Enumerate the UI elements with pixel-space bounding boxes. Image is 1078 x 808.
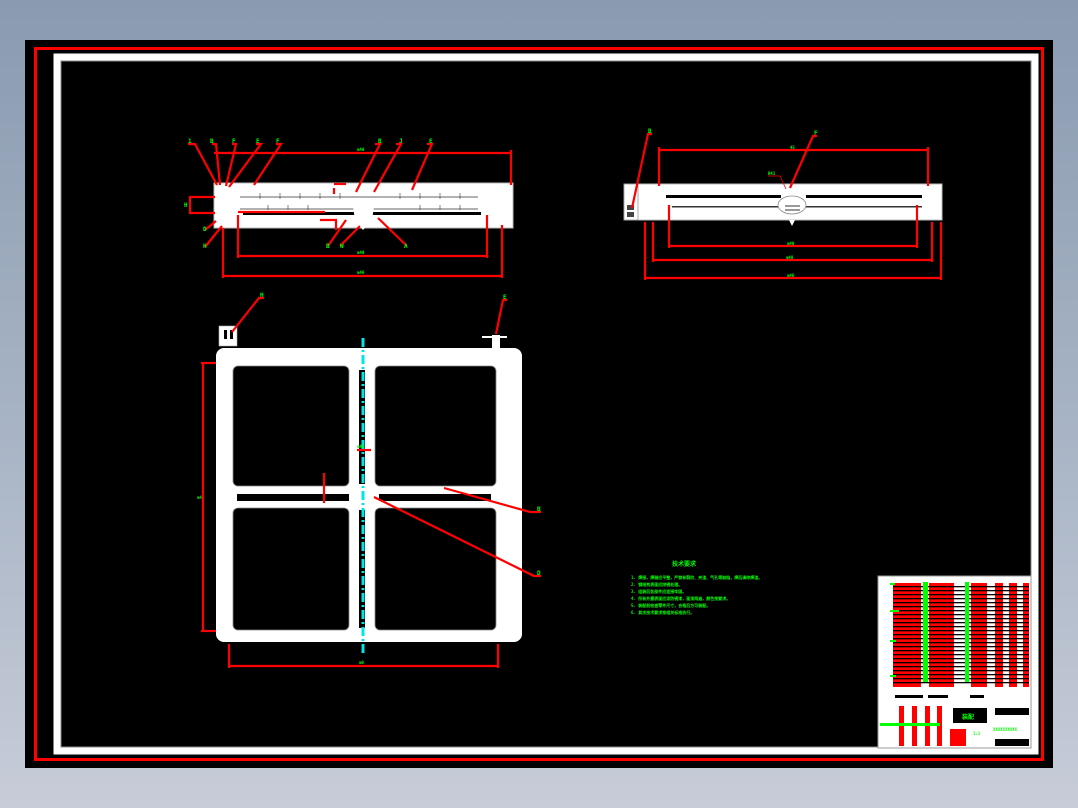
balloon-label: D	[203, 226, 207, 233]
balloon-label: B	[648, 128, 652, 135]
balloon-label: H	[260, 292, 264, 299]
balloon-label: J	[399, 138, 403, 145]
balloon-label: B	[378, 138, 382, 145]
scale: 1:1	[973, 731, 981, 736]
outer-red-border	[34, 47, 1044, 761]
front-view: 1 B F E F B J E m40 m40 m46 H D H B W A	[184, 138, 514, 278]
balloon-label: E	[256, 138, 260, 145]
drawing-name-box	[953, 708, 987, 723]
note-line: 5. 装配前检查零件尺寸，合格后方可装配。	[631, 602, 710, 608]
balloon-label: B	[326, 243, 330, 250]
balloon-label: W	[340, 243, 344, 250]
balloon-label: F	[276, 138, 280, 145]
note-line: 3. 组装后各部件应连接牢固。	[631, 588, 686, 594]
dimension-text: m40	[357, 250, 365, 255]
technical-notes: 技术要求 1. 焊接，焊缝应平整，严禁有裂纹、夹渣、气孔等缺陷，焊后清除焊渣。 …	[631, 560, 762, 615]
dimension-text: m40	[357, 444, 365, 449]
balloon-label: F	[814, 130, 818, 137]
balloon-label: E	[503, 294, 507, 301]
plan-view: H E B D m0 m4 m40	[197, 292, 541, 668]
balloon-label: 1	[188, 138, 192, 145]
drawing-name: 装配	[961, 713, 974, 721]
dimension-text: m0	[359, 660, 364, 665]
balloon-label: A	[404, 243, 408, 250]
side-view: B F R41 45 m40 m48 m46	[623, 128, 943, 280]
note-line: 4. 所有外露表面应涂防锈漆，面漆两遍，颜色按要求。	[631, 595, 730, 601]
dimension-text: m40	[357, 147, 365, 152]
dimension-text: 45	[790, 145, 795, 150]
title-block: 装配 XXXXXXXXXX 1:1	[877, 575, 1032, 749]
note-line: 6. 其余技术要求按相关标准执行。	[631, 609, 694, 615]
inner-white-border	[53, 53, 1039, 755]
dimension-text: m46	[357, 270, 365, 275]
note-line: 1. 焊接，焊缝应平整，严禁有裂纹、夹渣、气孔等缺陷，焊后清除焊渣。	[631, 574, 762, 580]
balloon-label: H	[203, 243, 207, 250]
balloon-label: B	[210, 138, 214, 145]
dimension-text: m46	[787, 273, 795, 278]
dimension-text: H	[184, 202, 188, 209]
balloon-label: E	[429, 138, 433, 145]
cad-drawing: 1 B F E F B J E m40 m40 m46 H D H B W A	[34, 47, 1044, 761]
balloon-label: B	[537, 506, 541, 513]
balloon-label: D	[537, 570, 541, 577]
dimension-text: m40	[787, 241, 795, 246]
dimension-text: m48	[786, 255, 794, 260]
dimension-text: m4	[197, 495, 202, 500]
company-name: XXXXXXXXXX	[993, 727, 1018, 732]
balloon-label: F	[232, 138, 236, 145]
radius-note: R41	[768, 171, 776, 176]
drawing-sheet: 1 B F E F B J E m40 m40 m46 H D H B W A	[25, 40, 1053, 768]
notes-title: 技术要求	[672, 560, 697, 568]
note-line: 2. 钢结构表面应除锈处理。	[631, 581, 682, 587]
